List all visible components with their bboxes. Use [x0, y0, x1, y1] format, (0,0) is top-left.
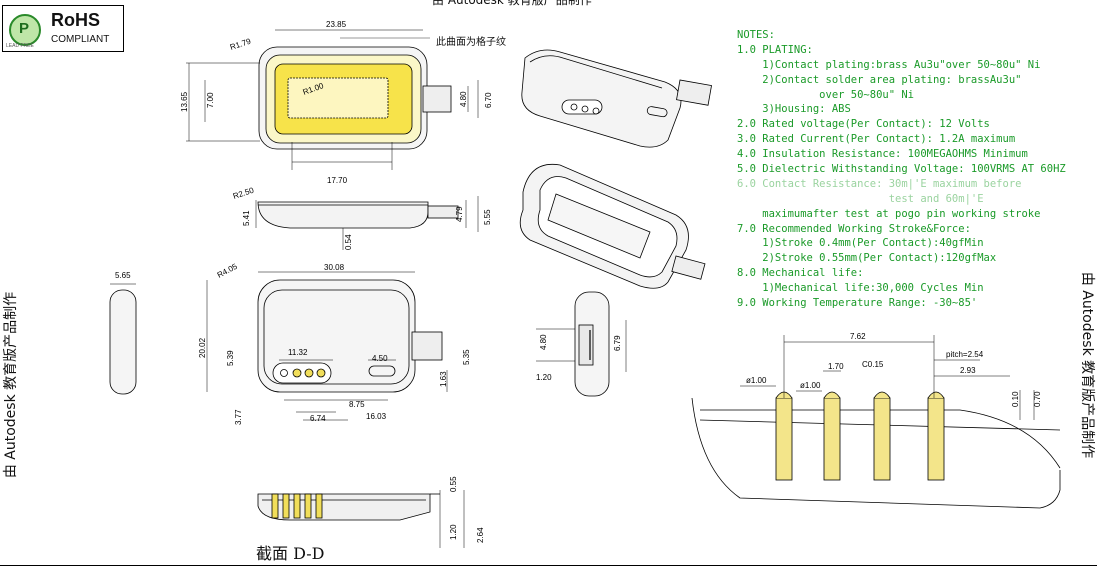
- dim-c015: C0.15: [862, 360, 884, 369]
- isometric-view-back: [521, 49, 712, 148]
- dim-h1365: 13.65: [180, 91, 189, 112]
- dim-h479: 4.79: [455, 206, 464, 222]
- dim-r250: R2.50: [232, 186, 256, 201]
- dim-h010: 0.10: [1011, 391, 1020, 407]
- isometric-view-front: [519, 163, 706, 289]
- dim-h670: 6.70: [484, 92, 493, 108]
- note-line: maximumafter test at pogo pin working st…: [737, 207, 1041, 220]
- dim-w674: 6.74: [310, 414, 326, 423]
- dim-h377: 3.77: [234, 409, 243, 425]
- note-line: over 50~80u" Ni: [737, 88, 915, 101]
- rohs-badge: P LEAD FREE RoHS COMPLIANT: [2, 5, 124, 52]
- note-line: 1)Contact plating:brass Au3u"over 50~80u…: [737, 58, 1041, 71]
- dim-r179: R1.79: [229, 37, 253, 52]
- note-line: 6.0 Contact Resistance: 30m|'E maximum b…: [737, 177, 1022, 190]
- dim-h480b: 4.80: [539, 334, 548, 350]
- dim-h700: 7.00: [206, 92, 215, 108]
- dim-w3008: 30.08: [324, 263, 345, 272]
- dim-h541: 5.41: [242, 210, 251, 226]
- dim-w120: 1.20: [536, 373, 552, 382]
- title-block-border: [0, 565, 1097, 566]
- dim-top-width: 23.85: [326, 20, 347, 29]
- detail-section-right: [691, 335, 1061, 509]
- curve-surface-note: 此曲面为格子纹: [436, 37, 506, 48]
- dim-pitch: pitch=2.54: [946, 350, 984, 359]
- dim-w293: 2.93: [960, 366, 976, 375]
- note-line: test and 60m|'E: [737, 192, 984, 205]
- dim-d100a: ø1.00: [746, 376, 767, 385]
- dim-w1132: 11.32: [288, 348, 308, 357]
- note-line: 3.0 Rated Current(Per Contact): 1.2A max…: [737, 133, 1016, 146]
- front-view-top: [186, 29, 479, 170]
- note-line: 7.0 Recommended Working Stroke&Force:: [737, 222, 971, 235]
- note-line: 1)Mechanical life:30,000 Cycles Min: [737, 282, 984, 295]
- lead-free-caption: LEAD FREE: [6, 43, 34, 49]
- note-line: 1.0 PLATING:: [737, 43, 813, 56]
- dim-w565: 5.65: [115, 271, 131, 280]
- end-view-left: [109, 283, 137, 395]
- section-d-d-view: [257, 490, 465, 548]
- dim-r405: R4.05: [216, 262, 240, 280]
- note-line: 2)Stroke 0.55mm(Per Contact):120gfMax: [737, 252, 997, 265]
- note-line: 4.0 Insulation Resistance: 100MEGAOHMS M…: [737, 148, 1028, 161]
- side-view: [255, 196, 479, 250]
- dim-h480: 4.80: [459, 91, 468, 107]
- dim-w054: 0.54: [344, 234, 353, 250]
- lead-free-logo-icon: P: [9, 14, 41, 46]
- dim-w762: 7.62: [850, 332, 866, 341]
- bottom-view: [206, 271, 448, 421]
- dim-h264: 2.64: [476, 527, 485, 543]
- end-view-right: [536, 291, 627, 397]
- watermark-left: 由 Autodesk 教育版产品制作: [3, 291, 19, 479]
- notes-block: NOTES: 1.0 PLATING: 1)Contact plating:bra…: [737, 28, 1097, 311]
- note-line: 8.0 Mechanical life:: [737, 267, 864, 280]
- dim-h555: 5.55: [483, 209, 492, 225]
- dim-w1603: 16.03: [366, 412, 387, 421]
- dim-h539: 5.39: [226, 350, 235, 366]
- dim-h679: 6.79: [613, 335, 622, 351]
- dim-w170: 1.70: [828, 362, 844, 371]
- dim-d100b: ø1.00: [800, 381, 821, 390]
- dim-w450: 4.50: [372, 354, 388, 363]
- dim-h2002: 20.02: [198, 337, 207, 358]
- note-line: 9.0 Working Temperature Range: -30~85': [737, 297, 978, 310]
- watermark-top: 由 Autodesk 教育版产品制作: [432, 0, 592, 7]
- dim-h535: 5.35: [462, 349, 471, 365]
- note-line: 3)Housing: ABS: [737, 103, 851, 116]
- note-line: 1)Stroke 0.4mm(Per Contact):40gfMin: [737, 237, 984, 250]
- dim-w875: 8.75: [349, 400, 365, 409]
- dim-h163: 1.63: [439, 371, 448, 387]
- dim-w1770: 17.70: [327, 176, 348, 185]
- rohs-title: RoHS: [51, 10, 100, 30]
- note-line: 2.0 Rated voltage(Per Contact): 12 Volts: [737, 118, 990, 131]
- rohs-subtitle: COMPLIANT: [51, 34, 110, 45]
- dim-h055: 0.55: [449, 476, 458, 492]
- dim-h070: 0.70: [1033, 391, 1042, 407]
- note-line: 2)Contact solder area plating: brassAu3u…: [737, 73, 1022, 86]
- note-line: 5.0 Dielectric Withstanding Voltage: 100…: [737, 163, 1066, 176]
- note-line: NOTES:: [737, 29, 775, 41]
- dim-h120: 1.20: [449, 524, 458, 540]
- section-title: 截面 D-D: [256, 544, 325, 563]
